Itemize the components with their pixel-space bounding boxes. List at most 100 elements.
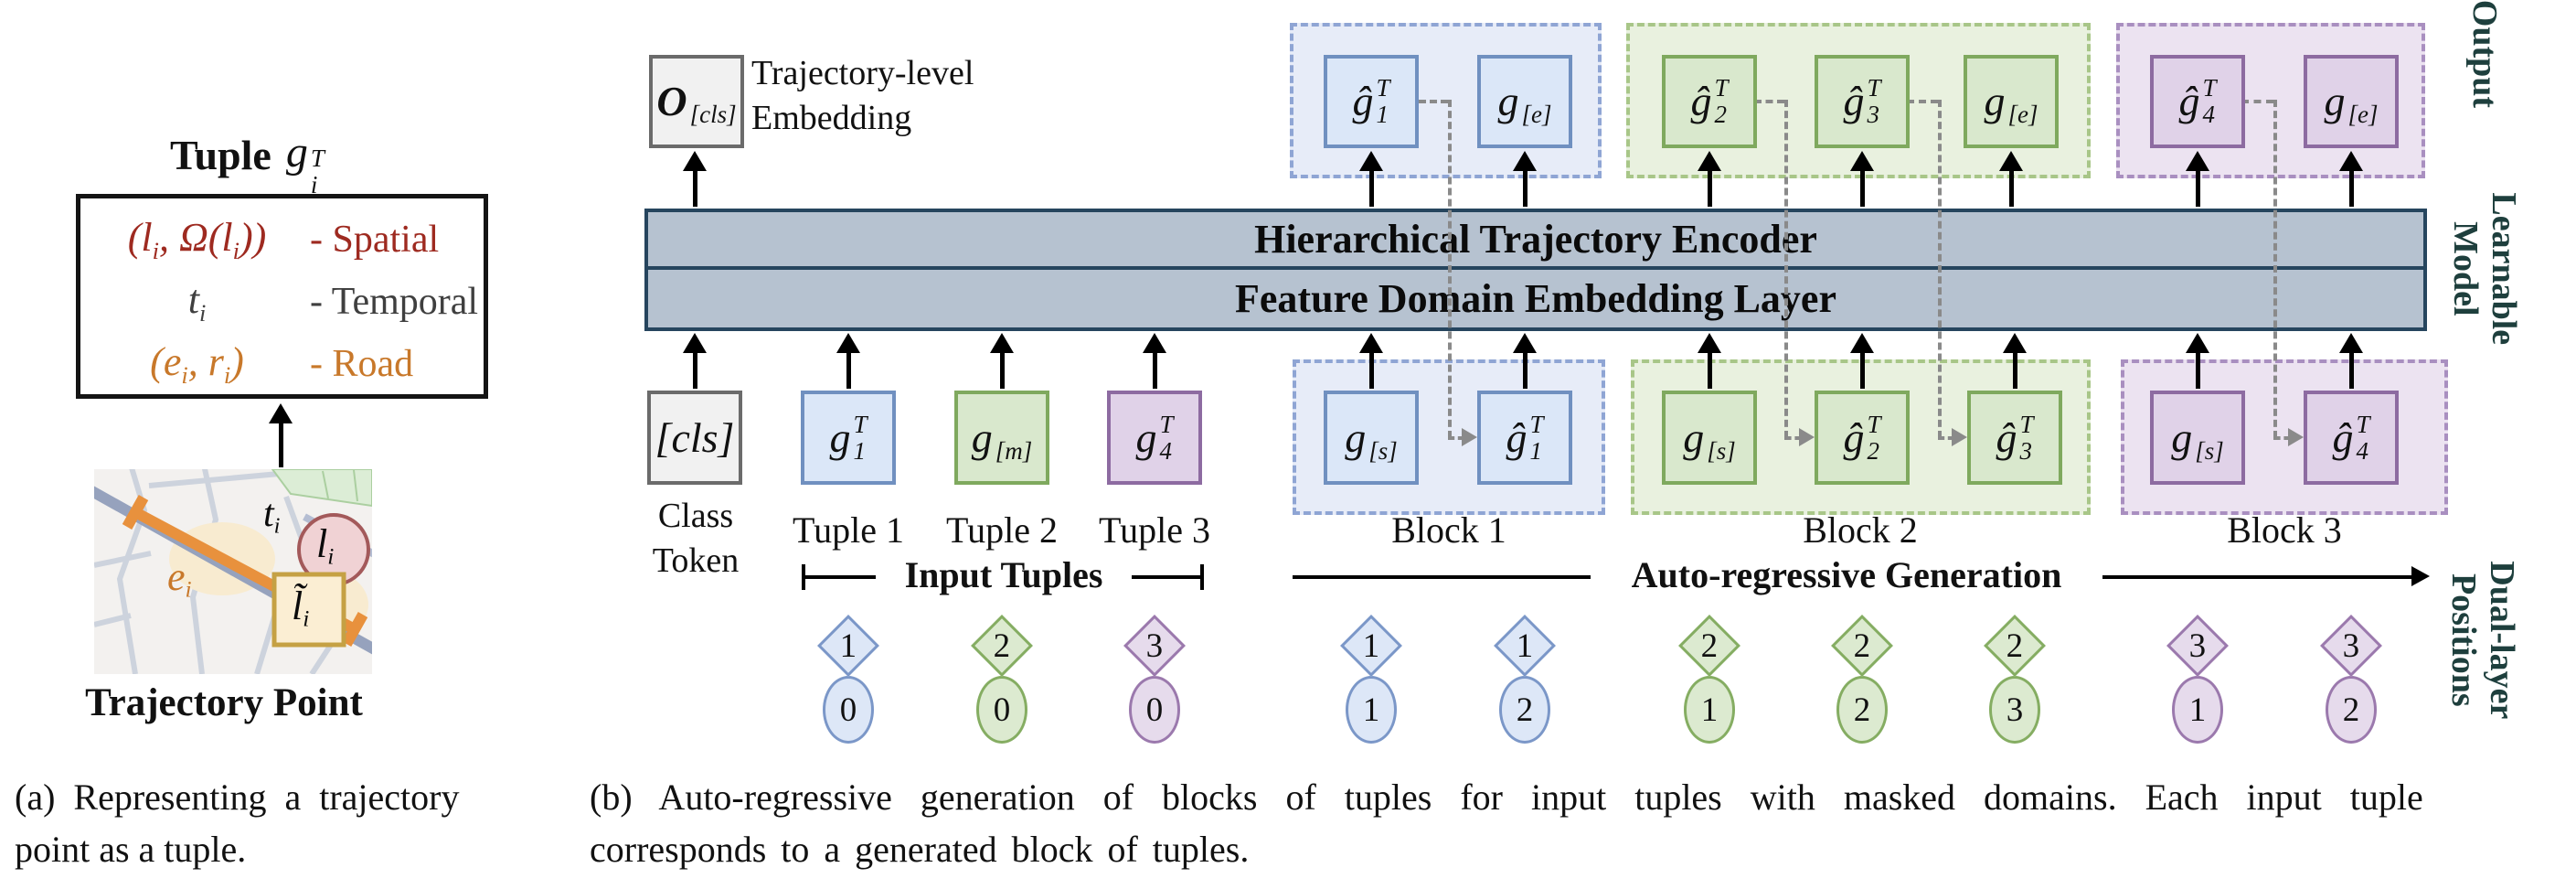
input-to-encoder-arrow [2339, 333, 2363, 389]
caption-b-line1: (b) Auto-regressive generation of blocks… [590, 777, 2423, 818]
inner-position-circle: 1 [1684, 676, 1735, 744]
input-box-gs-block3: g[s] [2150, 391, 2245, 485]
caption-a-line1: (a) Representing a trajectory [15, 777, 460, 818]
encoder-stack: Hierarchical Trajectory Encoder Feature … [644, 209, 2427, 331]
tuple-row-road: (ei, ri) - Road [90, 332, 483, 396]
autoregressive-label: Auto-regressive Generation [1591, 553, 2102, 596]
input-to-encoder-arrow [1698, 333, 1721, 389]
map-grid-cell-square [271, 572, 346, 648]
tuple-definition-box: (li, Ω(li)) - Spatial ti - Temporal (ei,… [76, 194, 488, 399]
block-label: Block 1 [1391, 509, 1506, 551]
autoregressive-arrowhead-icon [2411, 566, 2430, 586]
caption-b: (b) Auto-regressive generation of blocks… [590, 771, 2573, 875]
trajectory-level-embedding-note: Trajectory-level Embedding [751, 54, 974, 137]
inner-position-circle: 1 [2172, 676, 2223, 744]
position-pair: 2 0 [969, 615, 1035, 744]
position-pair: 1 2 [1492, 615, 1558, 744]
inner-position-circle: 0 [976, 676, 1027, 744]
output-box-o-cls: O[cls] [649, 55, 744, 148]
side-label-dual-layer-positions: Dual-layer Positions [2444, 561, 2521, 720]
map-park-area [271, 469, 372, 508]
side-label-output: Output [2464, 0, 2504, 109]
inner-position-circle: 2 [1499, 676, 1550, 744]
input-box-gs-block1: g[s] [1324, 391, 1419, 485]
temporal-formula: ti [187, 276, 207, 327]
position-pair: 2 1 [1677, 615, 1742, 744]
input-box-gm: g[m] [954, 391, 1049, 485]
inner-position-circle: 2 [2326, 676, 2377, 744]
encoder-to-output-arrow [1698, 151, 1721, 207]
tuple-row-temporal: ti - Temporal [90, 270, 483, 334]
map-graphic [94, 469, 372, 674]
block-position-diamond: 1 [1340, 615, 1402, 677]
class-token-label: Class Token [652, 497, 740, 580]
block-position-diamond: 2 [1831, 615, 1893, 677]
block-position-diamond: 3 [2320, 615, 2382, 677]
road-label: - Road [310, 343, 414, 385]
input-to-encoder-arrow [990, 333, 1014, 389]
block-position-diamond: 2 [1678, 615, 1740, 677]
input-to-encoder-arrow [1513, 333, 1537, 389]
road-formula: (ei, ri) [150, 338, 244, 390]
map-park-paths [322, 469, 358, 502]
hierarchical-trajectory-encoder-bar: Hierarchical Trajectory Encoder [648, 212, 2423, 270]
inner-position-circle: 0 [1129, 676, 1180, 744]
input-box-cls: [cls] [647, 391, 742, 485]
map-label-ei: ei [167, 554, 192, 603]
temporal-label: - Temporal [310, 281, 479, 323]
encoder-to-output-arrow [2339, 151, 2363, 207]
encoder-to-output-arrow [1513, 151, 1537, 207]
tuple-label: Tuple 2 [946, 509, 1058, 551]
output-box-ge-block1: g[e] [1477, 55, 1572, 148]
block-position-diamond: 3 [2166, 615, 2229, 677]
caption-a: (a) Representing a trajectory point as a… [15, 771, 459, 875]
block-position-diamond: 2 [1984, 615, 2046, 677]
position-pair: 1 1 [1338, 615, 1404, 744]
position-pair: 2 3 [1982, 615, 2048, 744]
inner-position-circle: 1 [1346, 676, 1397, 744]
map-label-ti: ti [263, 493, 281, 539]
inner-position-circle: 0 [823, 676, 874, 744]
encoder-to-output-arrow [1999, 151, 2023, 207]
caption-b-line2: corresponds to a generated block of tupl… [590, 829, 1250, 870]
encoder-to-output-arrow [1850, 151, 1874, 207]
map-label-li: li [316, 521, 335, 570]
input-to-encoder-arrow [2003, 333, 2027, 389]
map-to-tuple-arrow [269, 403, 293, 467]
input-box-gs-block2: g[s] [1662, 391, 1757, 485]
inner-position-circle: 2 [1836, 676, 1888, 744]
block-label: Block 3 [2227, 509, 2342, 551]
tuple-title-word: Tuple [170, 132, 271, 178]
block-position-diamond: 3 [1123, 615, 1186, 677]
input-to-encoder-arrow [836, 333, 860, 389]
input-to-encoder-arrow [1359, 333, 1383, 389]
output-box-ge-block3: g[e] [2304, 55, 2399, 148]
input-to-encoder-arrow [2186, 333, 2209, 389]
position-pair: 3 2 [2318, 615, 2384, 744]
block-position-diamond: 2 [971, 615, 1033, 677]
block-position-diamond: 1 [1494, 615, 1556, 677]
caption-a-line2: point as a tuple. [15, 829, 247, 870]
map-thumbnail: ti li l̃i ei [94, 469, 372, 674]
output-box-ge-block2: g[e] [1964, 55, 2059, 148]
block-label: Block 2 [1803, 509, 1918, 551]
tuple-label: Tuple 3 [1099, 509, 1210, 551]
spatial-formula: (li, Ω(li)) [127, 214, 267, 265]
feature-domain-embedding-layer-bar: Feature Domain Embedding Layer [1235, 276, 1836, 321]
map-caption: Trajectory Point [85, 681, 363, 724]
encoder-to-output-arrow [683, 151, 707, 207]
block-position-diamond: 1 [817, 615, 879, 677]
position-pair: 3 1 [2165, 615, 2230, 744]
spatial-label: - Spatial [310, 219, 440, 261]
input-to-encoder-arrow [683, 333, 707, 389]
